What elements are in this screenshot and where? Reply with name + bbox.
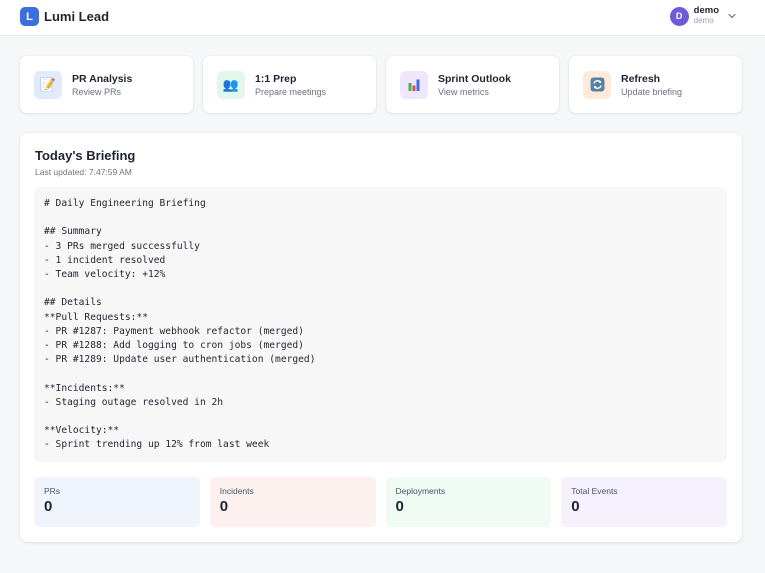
stat-label: Incidents: [219, 486, 254, 496]
one-on-one-prep-button[interactable]: 👥 1:1 Prep Prepare meetings: [203, 56, 376, 113]
people-icon: 👥: [217, 70, 245, 99]
stat-label: Deployments: [395, 486, 446, 496]
user-subtitle: demo: [693, 16, 714, 25]
bar-chart-icon: [400, 70, 428, 99]
logo-badge: L: [20, 7, 39, 26]
top-bar: L Lumi Lead D demo demo: [0, 0, 765, 36]
avatar: D: [669, 6, 689, 26]
action-title: Refresh: [621, 72, 661, 85]
briefing-title: Today's Briefing: [35, 148, 136, 163]
stat-value: 0: [219, 498, 229, 515]
briefing-content: # Daily Engineering Briefing ## Summary …: [34, 187, 727, 462]
stat-value: 0: [395, 498, 404, 515]
action-title: Sprint Outlook: [438, 72, 511, 85]
stat-incidents: Incidents 0: [209, 477, 376, 527]
memo-icon: 📝: [34, 70, 62, 99]
quick-actions: 📝 PR Analysis Review PRs 👥 1:1 Prep Prep…: [20, 56, 742, 113]
last-updated: Last updated: 7:47:59 AM: [35, 167, 132, 177]
refresh-button[interactable]: Refresh Update briefing: [569, 56, 742, 113]
stat-total-events: Total Events 0: [561, 477, 727, 527]
action-title: 1:1 Prep: [255, 72, 297, 85]
chevron-down-icon[interactable]: [727, 11, 737, 21]
stat-label: PRs: [44, 486, 61, 496]
stat-value: 0: [44, 498, 53, 515]
action-subtitle: Prepare meetings: [255, 86, 327, 97]
stat-value: 0: [571, 498, 580, 515]
action-title: PR Analysis: [72, 72, 133, 85]
user-info: demo demo: [694, 6, 719, 26]
app-title: Lumi Lead: [44, 9, 110, 24]
user-name: demo: [693, 5, 719, 16]
action-subtitle: Update briefing: [621, 86, 683, 97]
stat-deployments: Deployments 0: [385, 477, 552, 527]
briefing-card: Today's Briefing Last updated: 7:47:59 A…: [20, 133, 742, 542]
action-subtitle: View metrics: [438, 86, 489, 97]
user-menu[interactable]: D demo demo: [669, 6, 737, 26]
refresh-icon: [583, 70, 611, 99]
pr-analysis-button[interactable]: 📝 PR Analysis Review PRs: [20, 56, 193, 113]
action-subtitle: Review PRs: [72, 86, 122, 97]
sprint-outlook-button[interactable]: Sprint Outlook View metrics: [386, 56, 559, 113]
stats-row: PRs 0 Incidents 0 Deployments 0 Total Ev…: [34, 477, 727, 527]
stat-label: Total Events: [571, 486, 618, 496]
stat-prs: PRs 0: [34, 477, 200, 527]
app-logo[interactable]: L Lumi Lead: [20, 7, 109, 26]
